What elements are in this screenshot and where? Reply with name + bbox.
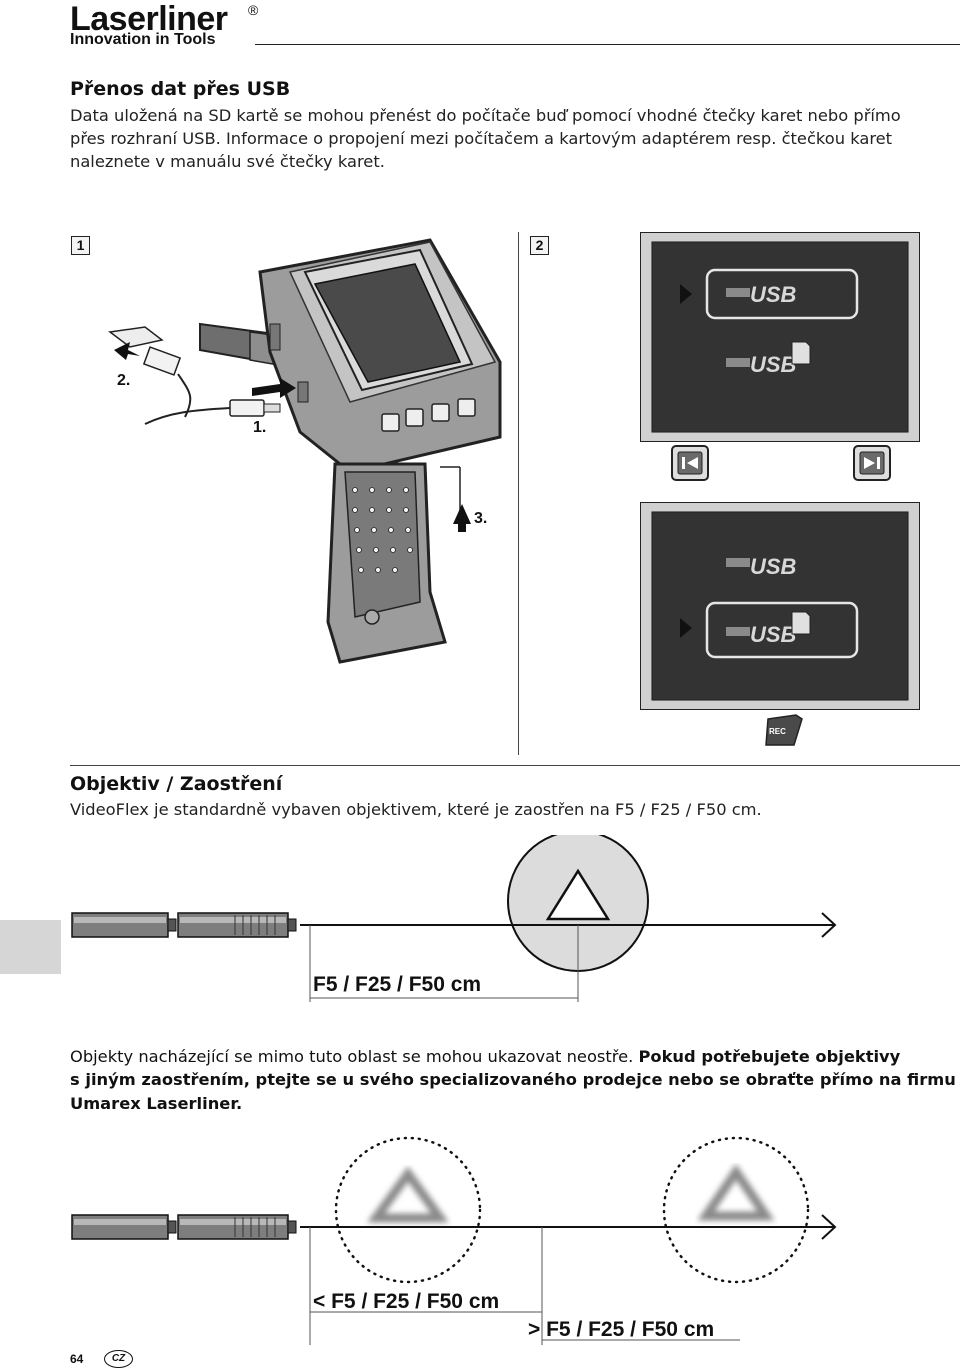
note-line-1: Objekty nacházející se mimo tuto oblast … [70, 1045, 900, 1068]
usb-section-title: Přenos dat přes USB [70, 78, 291, 100]
lens-section-title: Objektiv / Zaostření [70, 773, 283, 795]
far-range-label: > F5 / F25 / F50 cm [528, 1318, 715, 1341]
focus-range-diagram [71, 835, 837, 1002]
note-line-3: Umarex Laserliner. [70, 1094, 243, 1113]
out-of-focus-diagram [71, 1136, 837, 1345]
note-bold-text: Pokud potřebujete objektivy [638, 1047, 901, 1066]
menu-screen-usb-sd-selected: USB USB [640, 502, 920, 710]
brand-logo: Laserliner [70, 0, 228, 38]
figure-2-marker: 2 [530, 236, 549, 255]
page-number: 64 [70, 1352, 84, 1366]
next-button[interactable] [852, 444, 892, 482]
prev-button[interactable] [670, 444, 710, 482]
language-tab-marker [0, 920, 61, 974]
usb-text-line: přes rozhraní USB. Informace o propojení… [70, 129, 893, 148]
menu-item-usb-sd: USB [750, 622, 797, 647]
brand-tagline: Innovation in Tools [70, 31, 216, 48]
focus-range-label: F5 / F25 / F50 cm [313, 973, 482, 996]
usb-text-line: naleznete v manuálu své čtečky karet. [70, 152, 385, 171]
figure-1-marker: 1 [71, 236, 90, 255]
rec-button-label: REC [769, 727, 786, 736]
menu-item-usb: USB [750, 554, 797, 579]
menu-screen-usb-selected: USB USB [640, 232, 920, 442]
note-normal-text: Objekty nacházející se mimo tuto oblast … [70, 1047, 639, 1066]
registered-mark: ® [248, 2, 259, 18]
lens-section-text: VideoFlex je standardně vybaven objektiv… [70, 800, 762, 819]
step-label-1: 1. [253, 419, 267, 436]
language-badge: CZ [104, 1350, 133, 1368]
section-divider [70, 765, 960, 766]
menu-item-usb: USB [750, 282, 797, 307]
figure-separator [518, 232, 519, 755]
usb-text-line: Data uložená na SD kartě se mohou přenés… [70, 106, 901, 125]
step-label-3: 3. [474, 510, 488, 527]
note-line-2: s jiným zaostřením, ptejte se u svého sp… [70, 1070, 956, 1089]
step-label-2: 2. [117, 372, 131, 389]
near-range-label: < F5 / F25 / F50 cm [313, 1290, 500, 1313]
rec-button[interactable]: REC [764, 713, 804, 748]
device-usb-illustration [108, 238, 502, 664]
header-rule [255, 44, 960, 45]
menu-item-usb-sd: USB [750, 352, 797, 377]
